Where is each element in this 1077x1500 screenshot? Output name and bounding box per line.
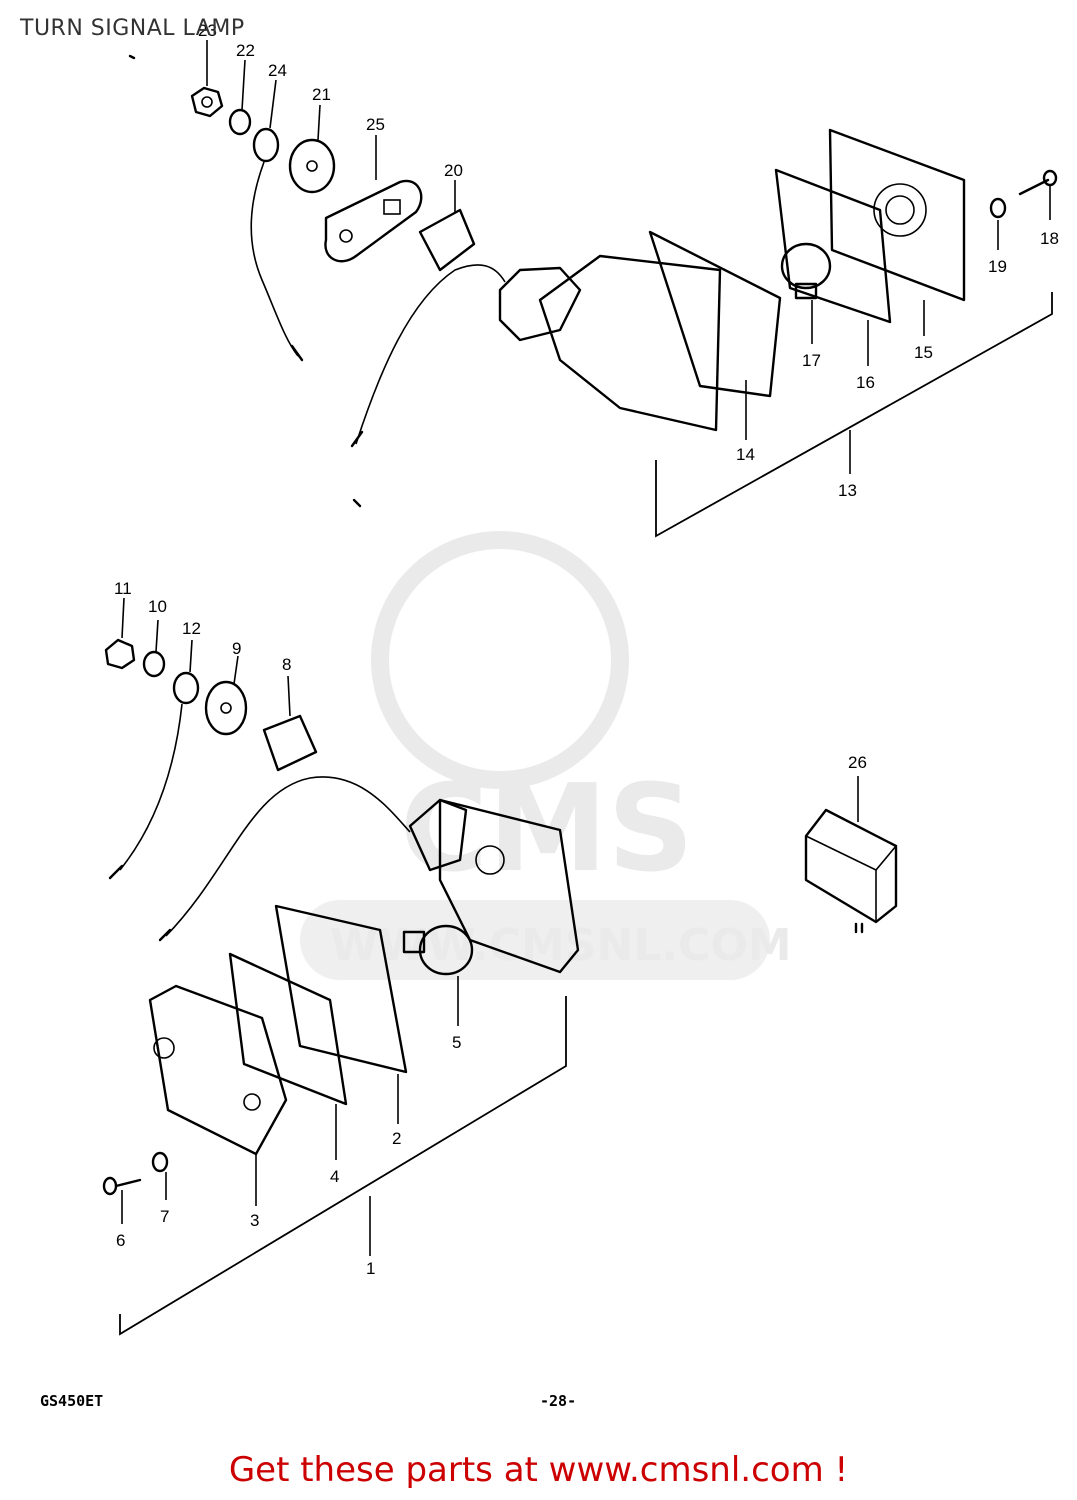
part-9-washer xyxy=(204,655,248,736)
part-22-lock-washer xyxy=(228,59,252,136)
part-24-ground-wire xyxy=(250,79,304,362)
callout-17: 17 xyxy=(802,351,821,370)
callout-19: 19 xyxy=(988,257,1007,276)
part-3-lens xyxy=(148,984,288,1206)
part-12-ground-wire xyxy=(108,639,200,880)
callout-13: 13 xyxy=(838,481,857,500)
scan-mark xyxy=(352,498,362,508)
scan-mark xyxy=(128,54,136,60)
model-code: GS450ET xyxy=(40,1392,104,1410)
callout-18: 18 xyxy=(1040,229,1059,248)
part-4-gasket xyxy=(228,952,348,1160)
callout-22: 22 xyxy=(236,41,255,60)
part-18-screw xyxy=(1018,169,1058,220)
callout-9: 9 xyxy=(232,639,241,658)
callout-4: 4 xyxy=(330,1167,339,1186)
watermark-brand: CMS xyxy=(400,760,694,899)
callout-11: 11 xyxy=(114,579,132,598)
part-17-bulb xyxy=(780,242,832,344)
callout-15: 15 xyxy=(914,343,933,362)
page-number: -28- xyxy=(540,1392,577,1410)
part-20-grommet xyxy=(418,180,476,272)
callout-labels: 23 22 24 21 25 20 18 19 17 15 16 14 13 1… xyxy=(114,21,1059,1278)
part-21-washer xyxy=(288,104,336,194)
part-16-gasket xyxy=(774,168,892,366)
callout-6: 6 xyxy=(116,1231,125,1250)
part-15-lens xyxy=(828,128,966,336)
assembly-1-bracket xyxy=(119,996,567,1336)
watermark-url: WWW.CMSNL.COM xyxy=(330,920,792,971)
lower-lamp-housing xyxy=(158,776,580,974)
callout-8: 8 xyxy=(282,655,291,674)
callout-7: 7 xyxy=(160,1207,169,1226)
part-19-washer xyxy=(989,197,1007,250)
shop-link[interactable]: Get these parts at www.cmsnl.com ! xyxy=(228,1450,849,1490)
callout-25: 25 xyxy=(366,115,385,134)
part-10-lock-washer xyxy=(142,619,166,678)
callout-26: 26 xyxy=(848,753,867,772)
part-2-gasket xyxy=(274,904,408,1124)
part-8-grommet xyxy=(262,675,318,772)
callout-24: 24 xyxy=(268,61,287,80)
cms-watermark: CMS WWW.CMSNL.COM xyxy=(300,531,792,980)
part-14-lamp-housing xyxy=(350,230,782,448)
part-7-washer xyxy=(151,1151,169,1200)
part-11-nut xyxy=(104,597,136,670)
callout-1: 1 xyxy=(366,1259,375,1278)
callout-3: 3 xyxy=(250,1211,259,1230)
part-5-bulb xyxy=(402,924,474,1026)
callout-16: 16 xyxy=(856,373,875,392)
part-26-flasher-relay xyxy=(804,776,898,934)
callout-12: 12 xyxy=(182,619,201,638)
part-25-bracket-plate xyxy=(324,135,423,263)
callout-14: 14 xyxy=(736,445,755,464)
callout-21: 21 xyxy=(312,85,331,104)
callout-10: 10 xyxy=(148,597,167,616)
page-title: TURN SIGNAL LAMP xyxy=(20,16,245,41)
callout-5: 5 xyxy=(452,1033,461,1052)
part-6-screw xyxy=(102,1176,142,1224)
callout-20: 20 xyxy=(444,161,463,180)
callout-23: 23 xyxy=(198,21,217,40)
callout-2: 2 xyxy=(392,1129,401,1148)
part-23-nut xyxy=(190,40,224,118)
assembly-13-bracket xyxy=(655,292,1053,538)
